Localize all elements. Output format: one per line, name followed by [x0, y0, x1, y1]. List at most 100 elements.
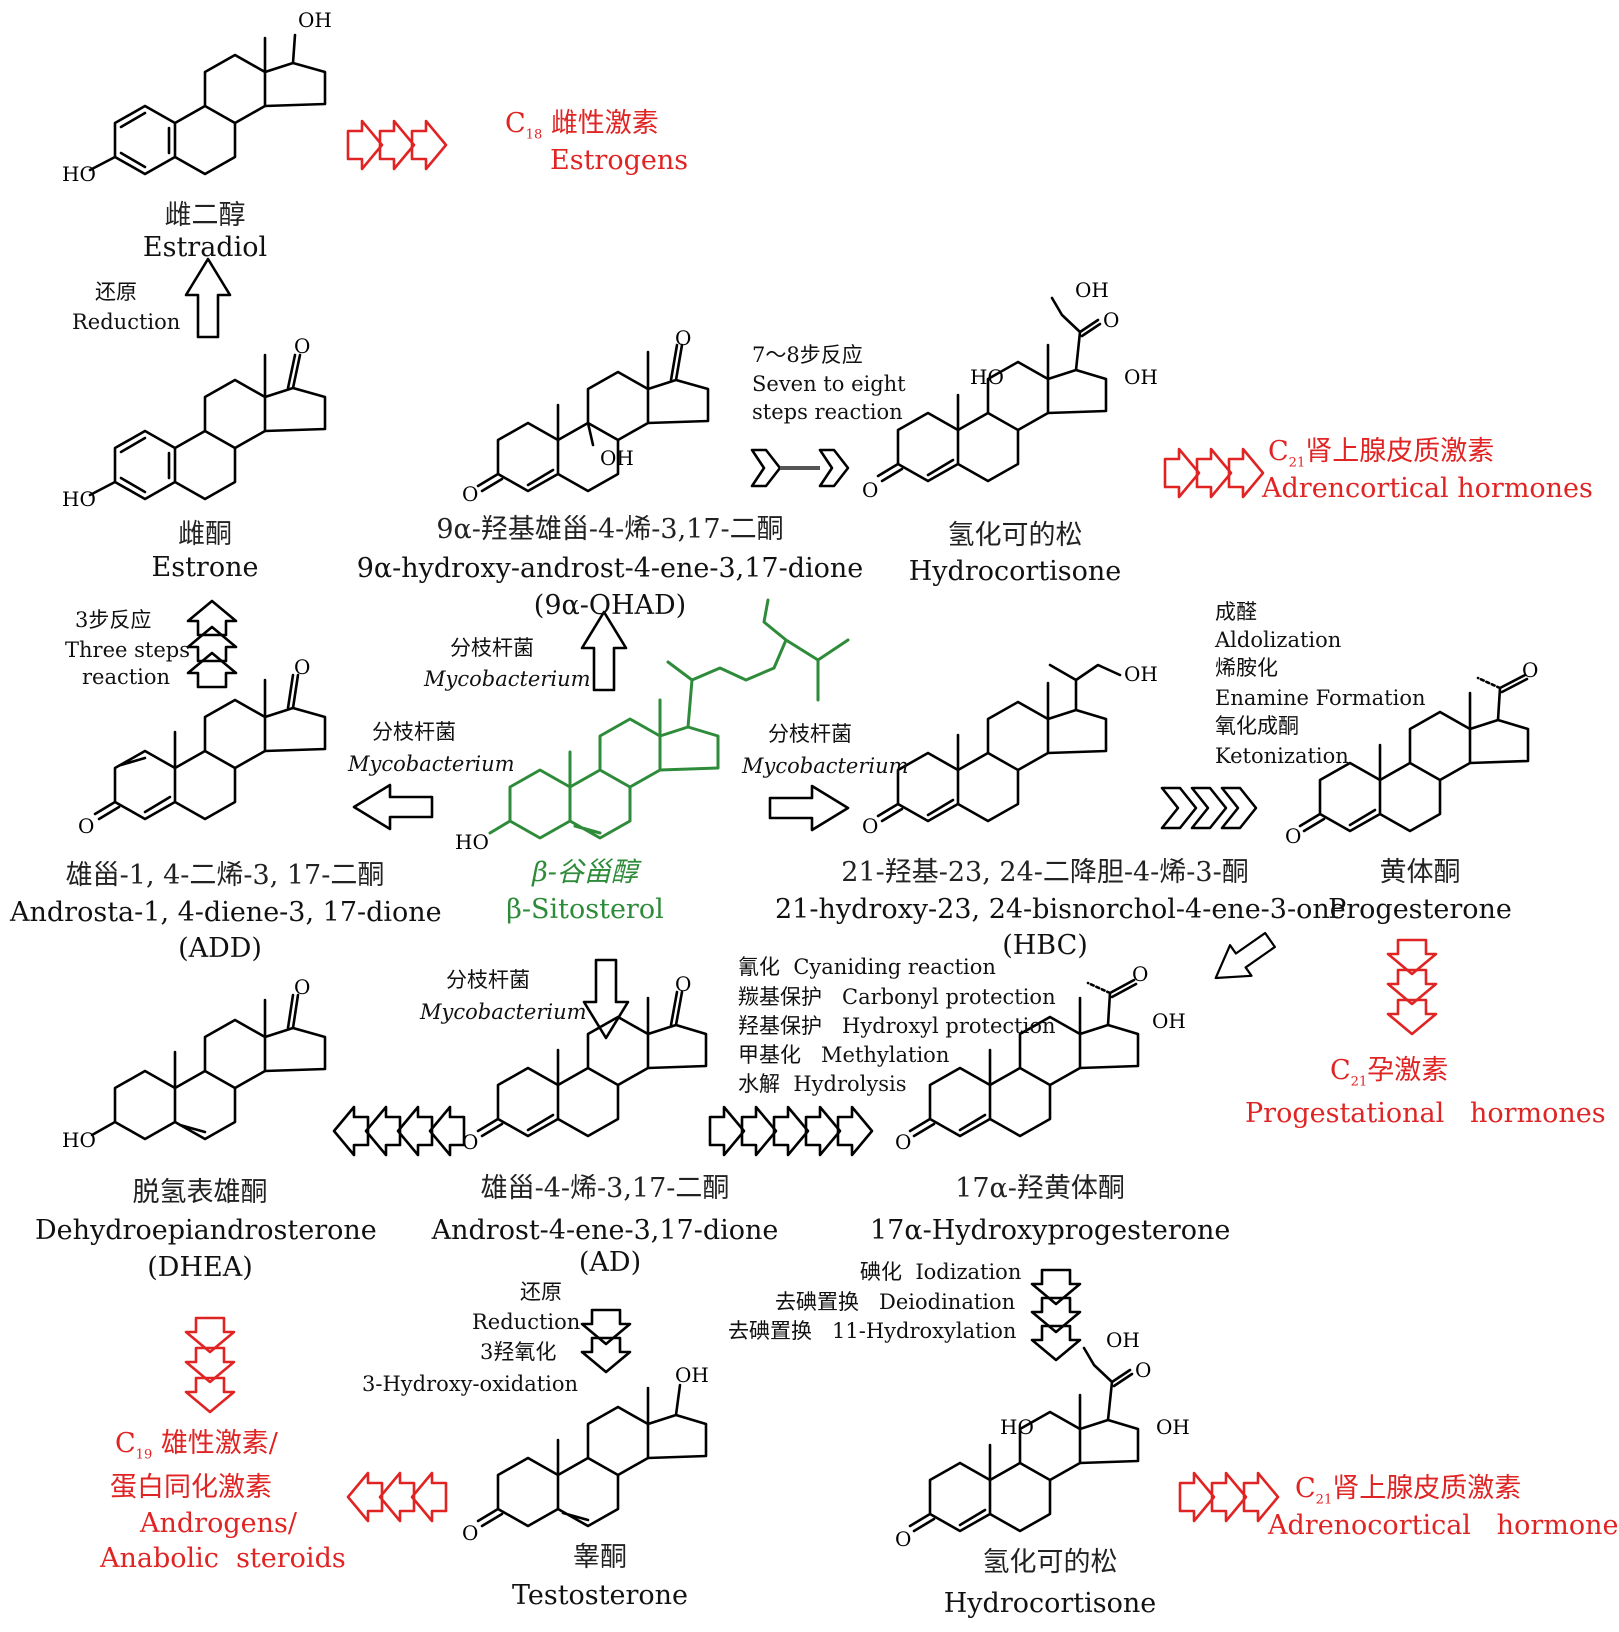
estrone-en: Estrone: [151, 552, 259, 583]
class-androgens-cn2: 蛋白同化激素: [110, 1472, 272, 1503]
ad-en: Androst-4-ene-3,17-dione: [431, 1215, 779, 1246]
atom-o: O: [895, 1130, 912, 1154]
class-adrenal-bottom-en: Adrenocortical hormones: [1268, 1510, 1619, 1541]
atom-oh: OH: [675, 1363, 709, 1387]
step-hbc-l4: Enamine Formation: [1215, 686, 1426, 710]
estrone-cn: 雌酮: [178, 519, 232, 550]
atom-o: O: [675, 972, 692, 996]
estrone-structure: [88, 353, 327, 501]
arrow-hbc-to-progesterone: [1160, 786, 1258, 830]
arrow-progesterone-to-ohp: [1203, 923, 1282, 995]
class-adrenal-top-title: C21肾上腺皮质激素: [1268, 436, 1495, 471]
step-seven-cn: 7～8步反应: [752, 343, 863, 367]
class-progestational-en: Progestational hormones: [1245, 1098, 1606, 1129]
red-arrow-estrogens: [346, 119, 448, 171]
red-arrow-androgens-down: [184, 1316, 236, 1414]
atom-oh: OH: [298, 8, 332, 32]
ohad-structure: [476, 343, 710, 493]
atom-o: O: [294, 334, 311, 358]
testosterone-cn: 睾酮: [573, 1542, 627, 1573]
step-myco-up-en: Mycobacterium: [424, 667, 591, 691]
step-myco-down-cn: 分枝杆菌: [446, 968, 530, 992]
hydrocortisone-top-en: Hydrocortisone: [908, 556, 1122, 587]
class-estrogens-title: C18 雌性激素: [505, 108, 659, 143]
step-myco-right-en: Mycobacterium: [742, 754, 909, 778]
atom-ho: HO: [62, 487, 96, 511]
hydrocortisone-bottom-cn: 氢化可的松: [982, 1547, 1118, 1578]
step-ad-ohp-l1: 氰化 Cyaniding reaction: [738, 955, 996, 979]
sitosterol-cn: β-谷甾醇: [532, 857, 638, 888]
testosterone-structure: [476, 1383, 708, 1528]
progesterone-cn: 黄体酮: [1379, 857, 1461, 888]
step-ad-ohp-l5: 水解 Hydrolysis: [738, 1072, 907, 1096]
step-hbc-l3: 烯胺化: [1215, 656, 1278, 680]
class-adrenal-bottom-title: C21肾上腺皮质激素: [1295, 1473, 1522, 1508]
step-ad-ohp-l4: 甲基化 Methylation: [738, 1043, 950, 1067]
class-androgens-en1: Androgens/: [140, 1508, 297, 1539]
hbc-abbr: (HBC): [1002, 930, 1088, 961]
class-adrenal-top-en: Adrencortical hormones: [1262, 473, 1593, 504]
arrow-myco-left: [352, 783, 434, 831]
arrow-seven-steps: [750, 448, 850, 488]
sitosterol-en: β-Sitosterol: [506, 894, 664, 925]
step-three-cn: 3步反应: [75, 608, 152, 632]
step-seven-en1: Seven to eight: [752, 372, 906, 396]
estradiol-en: Estradiol: [142, 232, 268, 263]
dhea-structure: [90, 993, 327, 1141]
atom-ho: HO: [62, 1128, 96, 1152]
red-arrow-androgens-left: [346, 1471, 448, 1523]
step-three-en1: Three steps: [65, 638, 190, 662]
testosterone-en: Testosterone: [511, 1580, 689, 1611]
ohp-en: 17α-Hydroxyprogesterone: [870, 1215, 1231, 1246]
class-androgens-title: C19 雄性激素/: [115, 1428, 278, 1463]
progesterone-en: Progesterone: [1328, 894, 1512, 925]
atom-o: O: [462, 482, 479, 506]
step-ad-testo-l1: 还原: [520, 1280, 562, 1304]
atom-oh: OH: [1075, 278, 1109, 302]
dhea-en: Dehydroepiandrosterone: [35, 1215, 377, 1246]
hbc-cn: 21-羟基-23, 24-二降胆-4-烯-3-酮: [841, 857, 1249, 888]
step-ohp-hc-l3: 去碘置换 11-Hydroxylation: [728, 1319, 1017, 1343]
step-ohp-hc-l2: 去碘置换 Deiodination: [775, 1290, 1016, 1314]
step-myco-right-cn: 分枝杆菌: [768, 722, 852, 746]
atom-ho: HO: [62, 162, 96, 186]
atom-o: O: [294, 975, 311, 999]
step-hbc-l5: 氧化成酮: [1215, 714, 1299, 738]
class-progestational-title: C21孕激素: [1330, 1055, 1449, 1090]
atom-o: O: [862, 814, 879, 838]
atom-oh: OH: [600, 446, 634, 470]
step-myco-up-cn: 分枝杆菌: [450, 636, 534, 660]
atom-o: O: [895, 1527, 912, 1551]
atom-o: O: [1132, 962, 1149, 986]
class-androgens-en2: Anabolic steroids: [100, 1543, 346, 1574]
atom-o: O: [462, 1130, 479, 1154]
step-three-en2: reaction: [82, 665, 171, 689]
step-hbc-l6: Ketonization: [1215, 744, 1349, 768]
estradiol-cn: 雌二醇: [164, 200, 246, 231]
step-myco-left-cn: 分枝杆菌: [372, 720, 456, 744]
step-ad-testo-l3: 3羟氧化: [480, 1340, 557, 1364]
arrow-ad-to-dhea: [332, 1105, 466, 1157]
atom-o: O: [1135, 1358, 1152, 1382]
class-estrogens-en: Estrogens: [550, 145, 689, 176]
ohad-en: 9α-hydroxy-androst-4-ene-3,17-dione: [356, 553, 864, 584]
atom-ho: HO: [455, 830, 489, 854]
add-abbr: (ADD): [178, 933, 262, 964]
red-arrow-adrenal-top: [1163, 447, 1265, 499]
hydrocortisone-bottom-en: Hydrocortisone: [943, 1588, 1157, 1619]
atom-o: O: [294, 655, 311, 679]
estradiol-structure: [88, 33, 327, 176]
dhea-abbr: (DHEA): [147, 1252, 253, 1283]
hbc-en: 21-hydroxy-23, 24-bisnorchol-4-ene-3-one: [775, 894, 1346, 925]
atom-o: O: [1103, 308, 1120, 332]
step-ad-testo-l2: Reduction: [472, 1310, 581, 1334]
red-arrow-adrenal-bottom: [1178, 1471, 1280, 1523]
step-ad-testo-l4: 3-Hydroxy-oxidation: [362, 1372, 579, 1396]
add-en: Androsta-1, 4-diene-3, 17-dione: [10, 897, 442, 928]
add-cn: 雄甾-1, 4-二烯-3, 17-二酮: [65, 860, 385, 891]
atom-o: O: [675, 326, 692, 350]
arrow-reduction: [184, 257, 232, 339]
progesterone-structure: [1298, 673, 1530, 833]
step-reduction-cn: 还原: [95, 280, 137, 304]
